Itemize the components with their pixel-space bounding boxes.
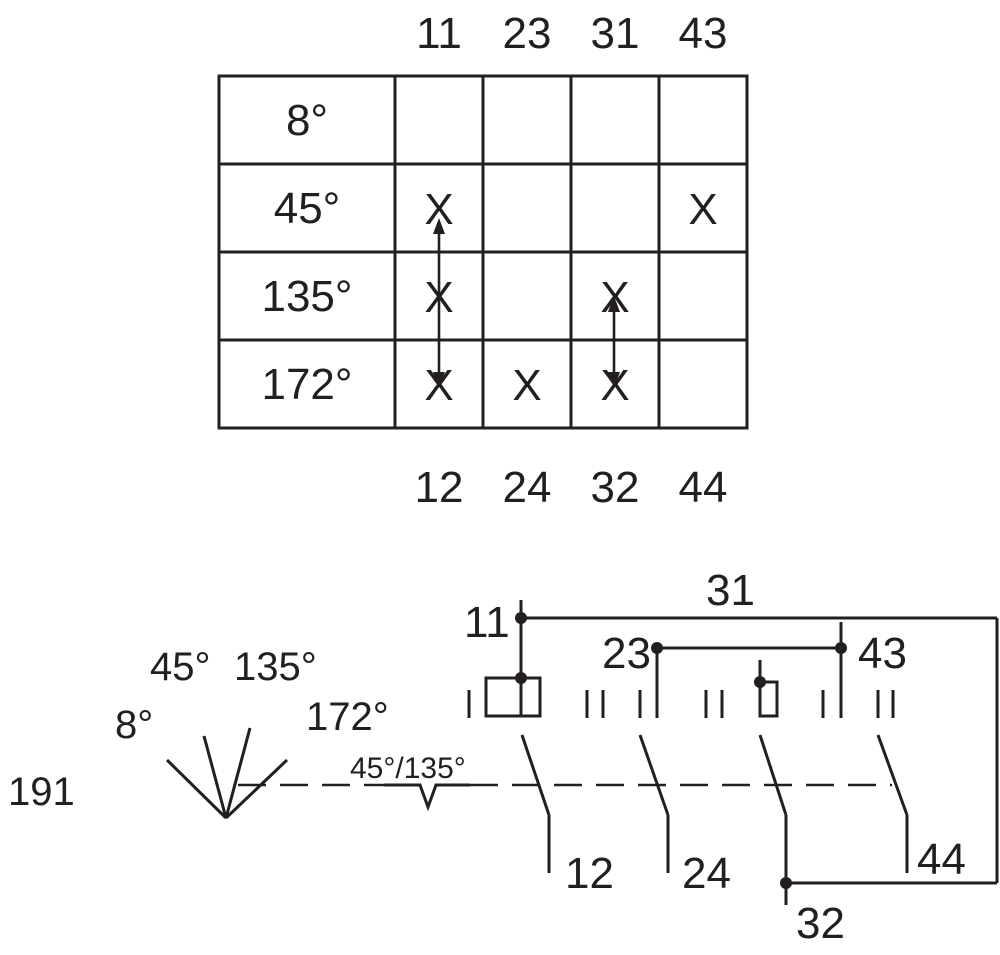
label-pos-8: 8° bbox=[115, 703, 153, 747]
arrowhead-up-31 bbox=[608, 296, 620, 312]
arrowhead-down-31 bbox=[608, 372, 620, 388]
terminal-label-top: 31 bbox=[591, 9, 640, 58]
terminal-labels-bottom: 12 24 32 44 bbox=[415, 463, 728, 512]
contact-marks: XXXXXXX bbox=[424, 185, 717, 410]
contact-11-12 bbox=[484, 600, 551, 873]
contact-43-44 bbox=[835, 622, 909, 873]
angle-labels: 8° 45° 135° 172° bbox=[261, 96, 352, 409]
contact-mark: X bbox=[688, 185, 717, 234]
terminal-label-bottom: 44 bbox=[679, 463, 728, 512]
term-label-43: 43 bbox=[858, 629, 907, 678]
schematic: 8° 45° 135° 172° 191 45°/135° bbox=[8, 566, 999, 948]
term-label-11: 11 bbox=[464, 598, 510, 647]
arrowhead-down-11 bbox=[433, 372, 445, 388]
terminal-label-top: 43 bbox=[679, 9, 728, 58]
angle-label: 135° bbox=[261, 272, 352, 321]
terminal-label-bottom: 12 bbox=[415, 463, 464, 512]
label-pos-45: 45° bbox=[150, 645, 211, 689]
angle-label: 8° bbox=[286, 96, 328, 145]
angle-label: 172° bbox=[261, 360, 352, 409]
term-label-12: 12 bbox=[565, 849, 614, 898]
label-pos-135: 135° bbox=[234, 645, 317, 689]
term-label-32: 32 bbox=[796, 899, 845, 948]
terminal-labels-top: 11 23 31 43 bbox=[416, 9, 727, 58]
terminal-label-top: 11 bbox=[416, 9, 462, 58]
terminal-label-bottom: 24 bbox=[503, 463, 552, 512]
term-label-31: 31 bbox=[706, 566, 755, 615]
mechanical-linkage bbox=[238, 783, 892, 812]
terminal-label-top: 23 bbox=[503, 9, 552, 58]
contact-mark: X bbox=[512, 361, 541, 410]
contact-31-32 bbox=[521, 616, 999, 905]
terminal-label-bottom: 32 bbox=[591, 463, 640, 512]
label-pos-172: 172° bbox=[306, 695, 389, 739]
term-label-24: 24 bbox=[682, 849, 731, 898]
term-label-23: 23 bbox=[602, 629, 651, 678]
table-grid bbox=[217, 74, 749, 430]
angle-label: 45° bbox=[274, 184, 341, 233]
position-fan bbox=[165, 727, 289, 820]
arrowhead-up-11 bbox=[433, 218, 445, 234]
contact-ticks bbox=[467, 690, 895, 718]
label-pos-191: 191 bbox=[8, 770, 75, 814]
term-label-44: 44 bbox=[917, 835, 966, 884]
bridge-arrows bbox=[433, 218, 620, 388]
label-cam: 45°/135° bbox=[350, 752, 466, 785]
